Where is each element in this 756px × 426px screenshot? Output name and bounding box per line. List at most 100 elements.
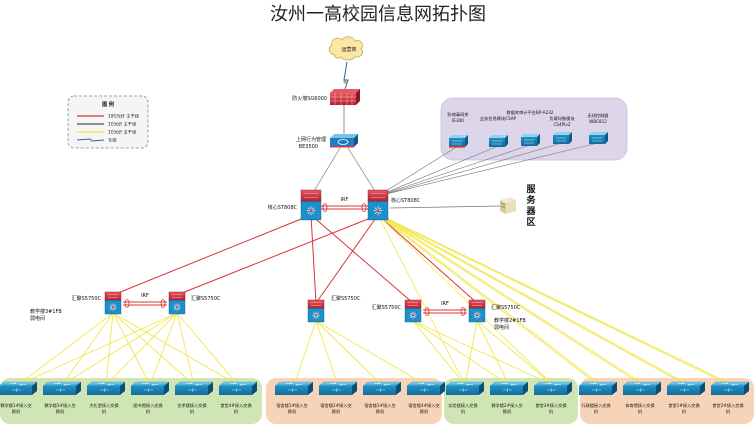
irf-link: IRF (321, 197, 368, 212)
access-switch-label: 机 (190, 408, 195, 415)
link-core-aggregation (176, 214, 379, 296)
behavior-management-device[interactable] (330, 134, 358, 148)
access-switch-label: 大礼堂接入交换 (89, 402, 119, 409)
access-switch[interactable] (86, 381, 126, 395)
link-core-access (379, 214, 734, 386)
security-device[interactable] (449, 135, 468, 148)
access-switch[interactable] (533, 381, 573, 395)
access-switch[interactable] (445, 381, 485, 395)
access-switch[interactable] (0, 381, 38, 395)
access-switch-label: 换机 (12, 408, 21, 415)
security-device[interactable] (553, 132, 572, 144)
core-right-label: 核心ST808C (391, 197, 421, 204)
access-switch[interactable] (578, 381, 618, 395)
wan-cloud: 运营商 (328, 36, 363, 61)
diagram-title: 汝州一高校园信息网拓扑图 (270, 4, 486, 25)
irf-link: IRF (123, 293, 167, 308)
access-switch[interactable] (274, 381, 314, 395)
link-aggregation-access (412, 320, 554, 386)
access-switch-label: 换机 (420, 408, 429, 415)
link-aggregation-access (315, 320, 427, 386)
legend-item: 10G光纤 主干线 (77, 113, 140, 120)
aggregation-switch[interactable] (104, 291, 122, 315)
access-switch[interactable] (666, 381, 706, 395)
link-core-access (377, 214, 731, 386)
link-aggregation-access (293, 320, 317, 386)
aggregation-switch[interactable] (168, 291, 186, 315)
link-core-aggregation (310, 214, 317, 304)
link-behavior-core-right (347, 147, 379, 197)
access-switch[interactable] (406, 381, 446, 395)
access-switch[interactable] (130, 381, 170, 395)
core-switch-left[interactable] (300, 189, 322, 221)
access-switch-label: 机 (726, 408, 731, 415)
access-switch[interactable] (710, 381, 750, 395)
aggregation-switch[interactable] (307, 299, 325, 323)
access-switch-label: 机 (682, 408, 687, 415)
link-core-security (377, 142, 599, 197)
behavior-mgmt-label-2: BE3500 (299, 144, 318, 150)
access-switch-label: 食堂3#接入交换 (535, 402, 567, 409)
security-device-model: CS4Plv2 (553, 122, 570, 127)
access-switch-label: 实验楼接入交换 (448, 402, 478, 409)
link-core-access (377, 214, 466, 386)
server-area-char: 器 (525, 206, 536, 217)
server-icon[interactable] (500, 197, 516, 214)
link-aggregation-access (17, 312, 114, 386)
server-area-char: 服 (526, 184, 536, 195)
irf-label: IRF (341, 197, 349, 203)
core-switch-right[interactable] (367, 189, 389, 221)
access-switch[interactable] (174, 381, 214, 395)
link-aggregation-access (105, 312, 178, 386)
access-switch[interactable] (42, 381, 82, 395)
link-core-access (377, 214, 599, 386)
legend-item-label: 1G光纤 支干线 (108, 129, 137, 136)
access-switch[interactable] (218, 381, 258, 395)
aggregation-location-label: 弱电间 (30, 315, 45, 322)
security-device[interactable] (489, 135, 508, 147)
link-aggregation-access (61, 312, 178, 386)
link-aggregation-access (61, 312, 114, 386)
access-switch-label: 机 (461, 408, 466, 415)
irf-label: IRF (441, 301, 449, 307)
link-core-security (377, 144, 531, 197)
security-device-model: WBC812 (589, 119, 607, 124)
link-aggregation-access (315, 320, 339, 386)
access-switch[interactable] (318, 381, 358, 395)
access-switch-label: 图书馆接入交换 (133, 402, 163, 409)
security-device-model: IE300 (452, 118, 464, 123)
link-core-access (379, 214, 602, 386)
access-switch-label: 食堂2#接入交换 (712, 402, 744, 409)
access-switch[interactable] (362, 381, 402, 395)
access-switch[interactable] (622, 381, 662, 395)
server-area-char: 务 (526, 194, 536, 206)
link-aggregation-access (112, 312, 151, 386)
aggregation-label: 汇聚S5750C (191, 295, 221, 302)
aggregation-switch[interactable] (468, 299, 486, 323)
access-switch-label: 换机 (503, 408, 512, 415)
link-aggregation-access (17, 312, 178, 386)
legend-title: 图 例 (102, 101, 114, 108)
security-zone (440, 97, 628, 161)
access-switch-label: 宿舍楼1#接入交 (276, 402, 307, 409)
link-aggregation-access (412, 320, 510, 386)
link-core-access (379, 214, 646, 386)
firewall[interactable] (330, 89, 360, 105)
link-aggregation-access (112, 312, 239, 386)
access-switch[interactable] (489, 381, 529, 395)
aggregation-switch[interactable] (404, 299, 422, 323)
access-switch-label: 宿舍楼4#接入交 (408, 402, 439, 409)
security-device[interactable] (521, 134, 540, 146)
security-device-label: 防病毒网关 (448, 111, 469, 118)
access-switch-label: 机 (146, 408, 151, 415)
security-device[interactable] (589, 132, 608, 144)
legend-item-label: 1G光纤 主干线 (108, 121, 137, 128)
link-core-access (379, 214, 690, 386)
aggregation-location-label: 教学楼3#1FB (30, 308, 62, 315)
security-device-label: 无线控制器 (588, 112, 610, 119)
access-switch-label: 食堂4#接入交换 (220, 402, 252, 409)
link-core-access (377, 214, 554, 386)
aggregation-location-label: 教学楼2#1FB (494, 317, 526, 324)
